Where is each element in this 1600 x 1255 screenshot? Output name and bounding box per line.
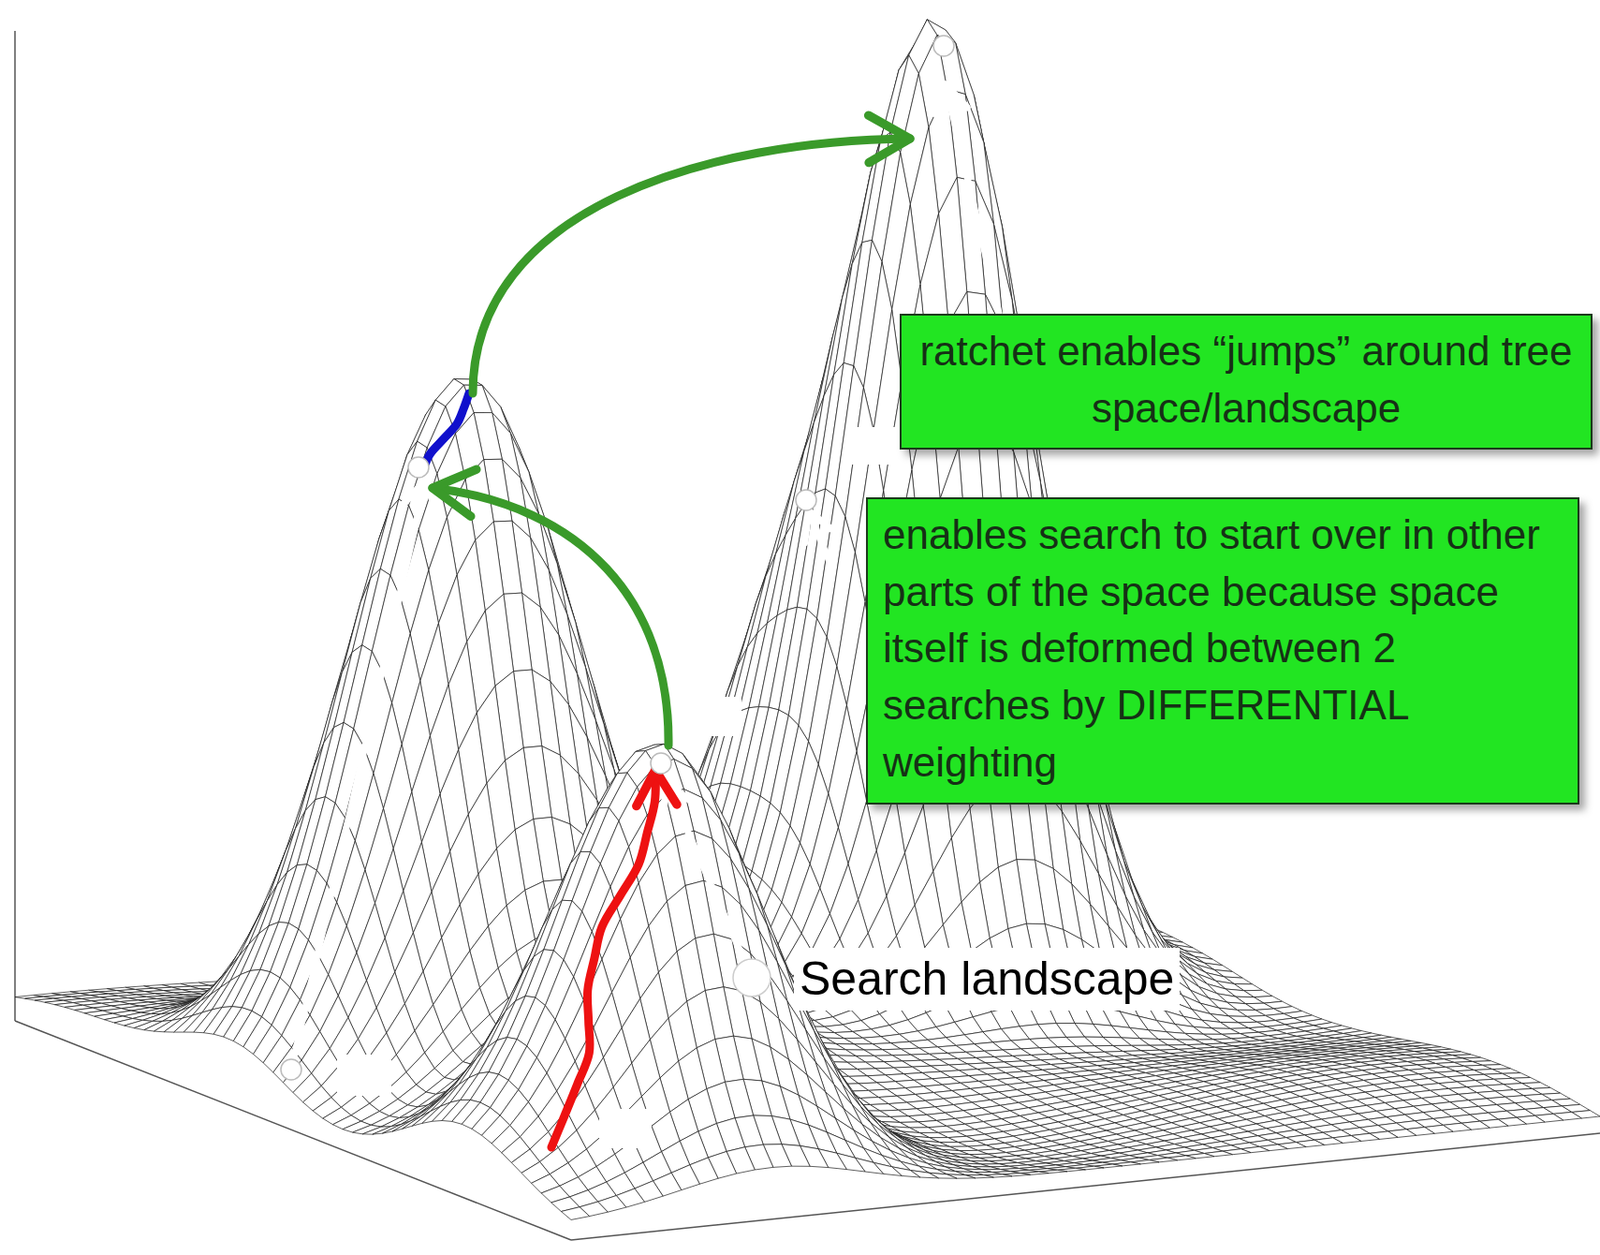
plot-axes [14, 30, 1600, 1240]
wireframe-surface [14, 19, 1600, 1220]
vertical-axis [14, 30, 16, 1021]
